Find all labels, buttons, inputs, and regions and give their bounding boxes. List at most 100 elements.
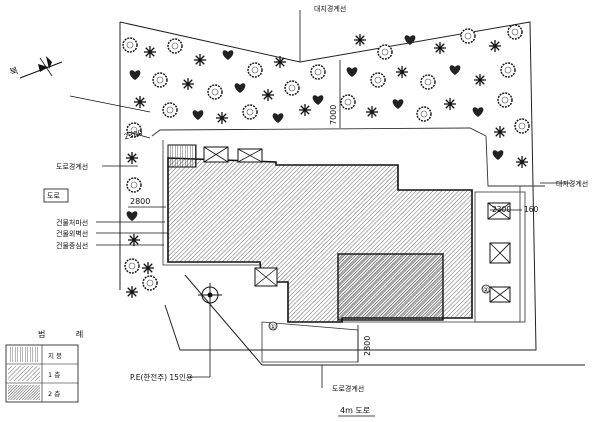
tree-circle: [247, 62, 263, 78]
tree-circle-core: [518, 122, 526, 130]
dim-2300-left: 2300: [123, 128, 144, 142]
tree-circle-core: [171, 42, 179, 50]
legend-swatch-roof: [8, 347, 40, 362]
building-zone-outline: [151, 127, 545, 187]
tree-shrub: [234, 83, 246, 93]
legend-label-first-floor: 1 층: [48, 370, 60, 379]
tree-circle: [340, 94, 356, 110]
tree-star: [274, 56, 286, 68]
tree-circle: [377, 44, 393, 60]
tree-circle: [167, 38, 183, 54]
road-bottom-label: 4m 도로: [340, 406, 370, 415]
tree-circle-core: [501, 96, 509, 104]
tree-circle-core: [288, 84, 296, 92]
tree-star: [434, 42, 446, 54]
tree-circle-core: [128, 262, 136, 270]
tree-star: [194, 54, 206, 66]
tree-circle-core: [146, 279, 154, 287]
tree-star: [126, 152, 138, 164]
tree-circle: [460, 28, 476, 44]
tree-circle-core: [166, 106, 174, 114]
tree-star: [134, 96, 146, 108]
tree-circle: [207, 84, 223, 100]
marker-two: ②: [483, 286, 489, 294]
tree-circle: [142, 275, 158, 291]
dim-7000: 7000: [329, 105, 338, 125]
road-boundary-left-label: 도로경계선: [56, 162, 88, 171]
tree-star: [182, 78, 194, 90]
tree-circle: [152, 72, 168, 88]
tree-shrub: [449, 65, 461, 75]
tree-shrub: [129, 70, 141, 80]
tree-shrub: [392, 99, 404, 109]
legend-title: 범 례: [38, 329, 97, 339]
tree-star: [474, 74, 486, 86]
tree-circle-core: [156, 76, 164, 84]
tree-circle-core: [381, 48, 389, 56]
tree-star: [262, 89, 274, 101]
tree-star: [489, 40, 501, 52]
tree-star: [396, 66, 408, 78]
tree-circle: [420, 74, 436, 90]
tree-circle: [122, 37, 138, 53]
tree-circle-core: [511, 28, 519, 36]
tree-star: [299, 104, 311, 116]
marker-one-circle: [268, 321, 278, 331]
site-boundary-top-label: 대지경계선: [314, 4, 346, 13]
tree-shrub: [312, 95, 324, 105]
tree-circle-core: [424, 78, 432, 86]
tree-star: [144, 46, 156, 58]
tree-star: [142, 262, 154, 274]
tree-star: [516, 156, 528, 168]
tree-circle: [416, 106, 432, 122]
pole-label: P.E(한전주) 15인용: [130, 372, 193, 382]
tree-star: [494, 126, 506, 138]
landscape-trees: [122, 24, 530, 298]
center-line-label: 건물중심선: [56, 241, 88, 250]
parking-zone-outline: [474, 191, 526, 323]
tree-star: [126, 286, 138, 298]
tree-circle: [284, 80, 300, 96]
legend-swatch-second-floor: [8, 385, 40, 400]
dim-2800-bottom: 2800: [363, 336, 372, 356]
tree-circle-core: [420, 110, 428, 118]
tree-circle-core: [314, 68, 322, 76]
road-boundary-bottom-label: 도로경계선: [332, 384, 364, 393]
legend-label-roof: 지 붕: [48, 351, 62, 360]
exterior-wall-line-label: 건물외벽선: [56, 229, 88, 238]
tree-circle-core: [126, 41, 134, 49]
dim-2300-right: 2300: [492, 205, 511, 214]
tree-shrub: [404, 35, 416, 45]
tree-circle-core: [504, 66, 512, 74]
dim-2800-left: 2800: [130, 197, 150, 206]
tree-circle-core: [246, 108, 254, 116]
tree-circle-core: [344, 98, 352, 106]
left-diagonal: [184, 274, 263, 366]
utility-pole-icon: [198, 283, 222, 307]
north-label: 북: [8, 65, 20, 78]
tree-circle: [242, 104, 258, 120]
dimension-lines: [127, 10, 522, 388]
building-roof: [167, 144, 197, 168]
tree-circle-core: [130, 126, 138, 134]
north-arrow-icon: [19, 56, 63, 79]
tree-shrub: [222, 50, 234, 60]
tree-shrub: [126, 211, 138, 221]
site-boundary-right-label: 대지경계선: [556, 179, 588, 188]
legend-label-second-floor: 2 층: [48, 389, 60, 398]
eaves-line-label: 건물처마선: [56, 218, 88, 227]
tree-circle-core: [374, 76, 382, 84]
tree-star: [444, 98, 456, 110]
tree-circle: [497, 92, 513, 108]
tree-circle: [500, 62, 516, 78]
tree-circle: [124, 258, 140, 274]
marker-one: ①: [270, 323, 276, 331]
marker-two-circle: [481, 284, 491, 294]
tree-circle: [310, 64, 326, 80]
legend-swatch-first-floor: [8, 366, 40, 381]
parking-boxes: [203, 146, 511, 303]
tree-star: [216, 112, 228, 124]
tree-circle-core: [251, 66, 259, 74]
tree-circle: [126, 122, 142, 138]
